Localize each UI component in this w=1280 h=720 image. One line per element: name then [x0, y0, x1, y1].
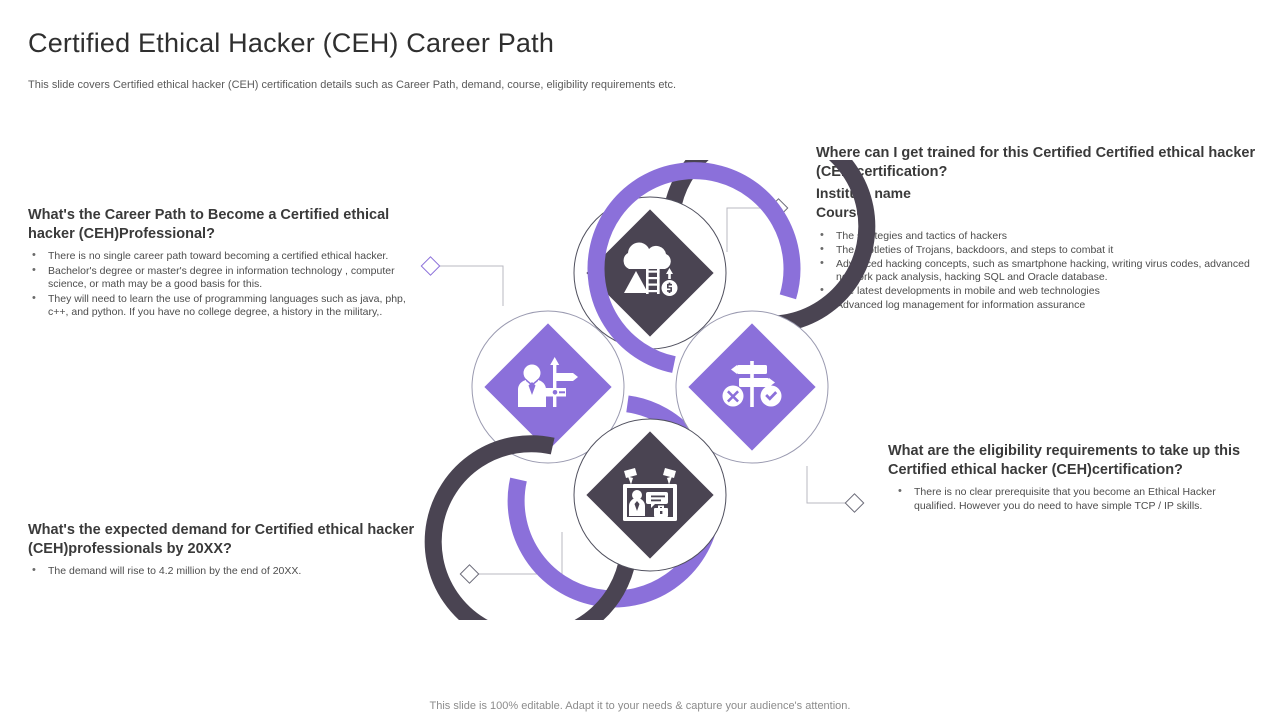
diagram-node-right[interactable] [580, 160, 829, 464]
diamond-marker [844, 493, 865, 513]
eligibility-connector [806, 466, 865, 513]
training-bullet-list: The strategies and tactics of hackers Th… [816, 229, 1264, 312]
eligibility-block: What are the eligibility requirements to… [888, 442, 1260, 514]
footer-note: This slide is 100% editable. Adapt it to… [429, 700, 851, 712]
training-block: Where can I get trained for this Certifi… [816, 144, 1264, 313]
list-item: They will need to learn the use of progr… [28, 292, 428, 320]
expected-demand-heading: What's the expected demand for Certified… [28, 522, 415, 557]
list-item: Advanced log management for information … [816, 298, 1264, 312]
list-item: The latest developments in mobile and we… [816, 284, 1264, 298]
courses-label: Courses [816, 204, 873, 220]
list-item: The demand will rise to 4.2 million by t… [28, 564, 448, 579]
list-item: Bachelor's degree or master's degree in … [28, 264, 428, 292]
list-item: There is no single career path toward be… [28, 249, 428, 264]
node-arc [424, 435, 637, 620]
institute-name-label: Institute name [816, 185, 911, 201]
career-ladder-cloud-icon [623, 242, 678, 296]
page-title: Certified Ethical Hacker (CEH) Career Pa… [28, 28, 555, 58]
career-path-heading: What's the Career Path to Become a Certi… [28, 207, 390, 242]
eligibility-heading: What are the eligibility requirements to… [888, 443, 1241, 478]
expected-demand-bullet-list: The demand will rise to 4.2 million by t… [28, 564, 448, 579]
list-item: The strategies and tactics of hackers [816, 229, 1264, 243]
diagram-node-bottom[interactable] [420, 418, 727, 620]
career-path-block: What's the Career Path to Become a Certi… [28, 206, 428, 321]
diamond-marker [420, 256, 441, 276]
signpost-check-cross-icon [722, 361, 782, 407]
expected-demand-block: What's the expected demand for Certified… [28, 521, 448, 580]
person-signpost-icon [518, 357, 578, 407]
training-heading: Where can I get trained for this Certifi… [816, 145, 1256, 180]
career-path-bullet-list: There is no single career path toward be… [28, 249, 428, 320]
list-item: There is no clear prerequisite that you … [888, 485, 1260, 513]
diamond-marker [459, 564, 480, 584]
list-item: Advanced hacking concepts, such as smart… [816, 257, 1264, 284]
training-presentation-icon [623, 468, 677, 521]
node-arc [587, 162, 801, 373]
career-connector [420, 256, 504, 306]
pinwheel-diagram [420, 160, 880, 620]
page-subtitle: This slide covers Certified ethical hack… [28, 79, 677, 91]
list-item: The subtleties of Trojans, backdoors, an… [816, 243, 1264, 257]
node-arc [663, 160, 876, 333]
eligibility-bullet-list: There is no clear prerequisite that you … [888, 485, 1260, 513]
